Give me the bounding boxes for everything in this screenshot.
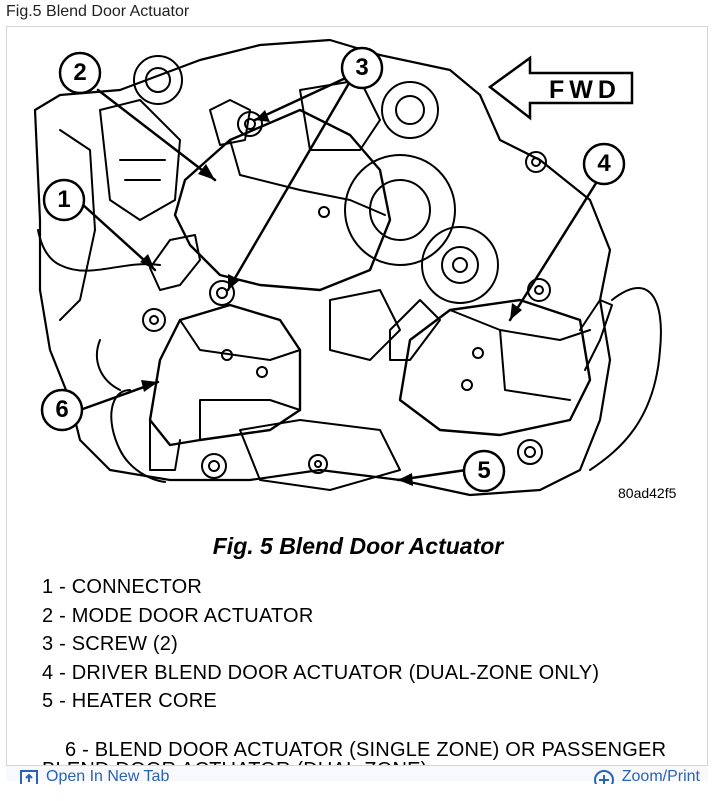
blend-door-diagram xyxy=(33,38,662,497)
image-code: 80ad42f5 xyxy=(618,485,677,501)
legend-item-4: 4 - DRIVER BLEND DOOR ACTUATOR (DUAL-ZON… xyxy=(42,661,600,684)
figure-caption: Fig. 5 Blend Door Actuator xyxy=(212,533,504,559)
open-new-tab-label: Open In New Tab xyxy=(46,768,170,785)
zoom-print-button[interactable]: Zoom/Print xyxy=(593,768,700,786)
open-new-tab-button[interactable]: Open In New Tab xyxy=(20,768,169,786)
callout-6: 6 xyxy=(55,396,69,423)
legend-item-1: 1 - CONNECTOR xyxy=(42,576,203,598)
legend-item-2: 2 - MODE DOOR ACTUATOR xyxy=(42,604,314,627)
legend-item-3: 3 - SCREW (2) xyxy=(42,633,178,656)
callout-4: 4 xyxy=(597,150,611,177)
callout-3: 3 xyxy=(355,54,369,81)
legend-item-6: 6 - BLEND DOOR ACTUATOR (SINGLE ZONE) OR… xyxy=(2,720,702,800)
callout-5: 5 xyxy=(477,457,491,484)
external-tab-icon xyxy=(20,770,38,784)
legend-item-5: 5 - HEATER CORE xyxy=(42,690,217,713)
plus-circle-icon xyxy=(593,770,614,784)
zoom-print-label: Zoom/Print xyxy=(621,768,700,785)
fwd-label: FWD xyxy=(549,76,621,104)
callout-1: 1 xyxy=(57,186,71,213)
footer-bar: Open In New Tab Zoom/Print xyxy=(6,765,708,785)
figure-title: Fig.5 Blend Door Actuator xyxy=(6,3,190,20)
callout-2: 2 xyxy=(73,59,87,86)
